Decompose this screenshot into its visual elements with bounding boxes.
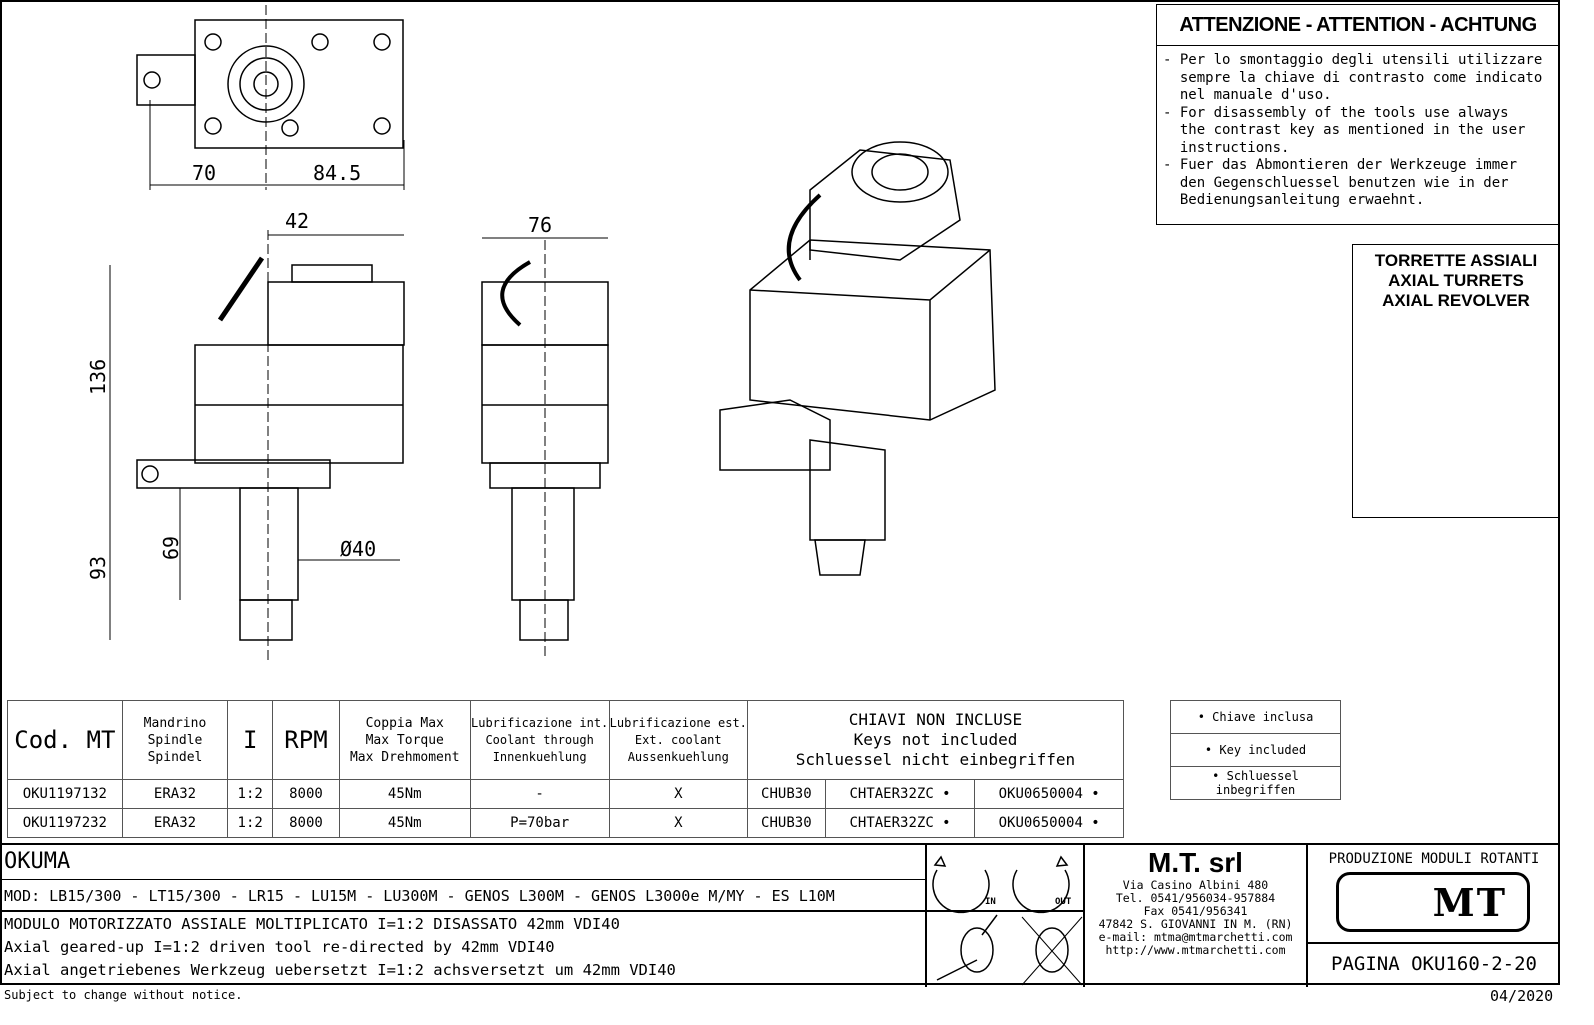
email-link[interactable]: e-mail: mtma@mtmarchetti.com bbox=[1098, 930, 1293, 944]
dim-136: 136 bbox=[86, 359, 110, 395]
dim-69: 69 bbox=[159, 536, 183, 560]
cell-key-3: OKU0650004 • bbox=[974, 779, 1124, 809]
legend-it: • Chiave inclusa bbox=[1170, 700, 1341, 734]
cell-key-1: CHUB30 bbox=[746, 808, 826, 838]
front-view bbox=[481, 237, 609, 660]
turret-label-en: AXIAL TURRETS bbox=[1388, 271, 1524, 290]
dim-93: 93 bbox=[86, 556, 110, 580]
cell-rpm: 8000 bbox=[272, 779, 340, 809]
description-en: Axial geared-up I=1:2 driven tool re-dir… bbox=[4, 938, 555, 956]
turret-label-it: TORRETTE ASSIALI bbox=[1374, 251, 1538, 270]
cell-ratio: 1:2 bbox=[227, 779, 274, 809]
title-block: OKUMA MOD: LB15/300 - LT15/300 - LR15 - … bbox=[0, 843, 1560, 987]
phone: Tel. 0541/956034-957884 bbox=[1115, 891, 1276, 905]
header-coolant-int: Lubrificazione int. Coolant through Inne… bbox=[469, 700, 610, 780]
website-link[interactable]: http://www.mtmarchetti.com bbox=[1105, 943, 1286, 957]
header-rpm: RPM bbox=[272, 700, 340, 780]
header-keys: CHIAVI NON INCLUSE Keys not included Sch… bbox=[746, 700, 1125, 780]
cell-coolant-ext: X bbox=[608, 779, 748, 809]
header-spindle: Mandrino Spindle Spindel bbox=[121, 700, 229, 780]
cell-key-3: OKU0650004 • bbox=[974, 808, 1124, 838]
product-table: Cod. MT Mandrino Spindle Spindel I RPM C… bbox=[7, 700, 1125, 838]
brand: OKUMA bbox=[0, 845, 925, 880]
company-name: M.T. srl bbox=[1148, 847, 1243, 878]
dim-76: 76 bbox=[528, 213, 552, 237]
cell-torque: 45Nm bbox=[338, 808, 471, 838]
cell-key-2: CHTAER32ZC • bbox=[824, 808, 976, 838]
key-correct-icon bbox=[936, 914, 998, 981]
cell-code: OKU1197132 bbox=[7, 779, 123, 809]
mt-logo: MT bbox=[1336, 872, 1530, 932]
dim-70: 70 bbox=[192, 161, 216, 185]
production-label: PRODUZIONE MODULI ROTANTI bbox=[1328, 851, 1540, 867]
legend-de: • Schluessel inbegriffen bbox=[1170, 766, 1341, 800]
address-line: Via Casino Albini 480 bbox=[1122, 878, 1269, 892]
description-it: MODULO MOTORIZZATO ASSIALE MOLTIPLICATO … bbox=[4, 915, 620, 933]
turret-type-box: TORRETTE ASSIALI AXIAL TURRETS AXIAL REV… bbox=[1352, 244, 1560, 518]
technical-drawings: 70 84.5 42 76 Ø40 136 93 69 bbox=[86, 5, 996, 660]
attention-title: ATTENZIONE - ATTENTION - ACHTUNG bbox=[1157, 5, 1559, 46]
dim-42: 42 bbox=[285, 209, 309, 233]
dim-84-5: 84.5 bbox=[313, 161, 361, 185]
cell-torque: 45Nm bbox=[338, 779, 471, 809]
header-coolant-ext: Lubrificazione est. Ext. coolant Aussenk… bbox=[608, 700, 748, 780]
out-label: OUT bbox=[1055, 897, 1072, 907]
description-de: Axial angetriebenes Werkzeug uebersetzt … bbox=[4, 961, 676, 979]
rotation-out-icon bbox=[1012, 855, 1070, 914]
notice: Subject to change without notice. bbox=[4, 988, 243, 1002]
company-info: M.T. srl Via Casino Albini 480 Tel. 0541… bbox=[1085, 845, 1308, 987]
top-view bbox=[136, 5, 405, 190]
models: MOD: LB15/300 - LT15/300 - LR15 - LU15M … bbox=[0, 880, 925, 912]
fax: Fax 0541/956341 bbox=[1143, 904, 1248, 918]
cell-coolant-int: - bbox=[469, 779, 610, 809]
turret-label-de: AXIAL REVOLVER bbox=[1382, 291, 1530, 310]
header-code: Cod. MT bbox=[7, 700, 123, 780]
isometric-view bbox=[719, 141, 996, 576]
key-legend: • Chiave inclusa • Key included • Schlue… bbox=[1170, 700, 1341, 800]
city: 47842 S. GIOVANNI IN M. (RN) bbox=[1098, 917, 1293, 931]
cell-spindle: ERA32 bbox=[121, 779, 229, 809]
in-label: IN bbox=[985, 897, 996, 907]
table-header: Cod. MT Mandrino Spindle Spindel I RPM C… bbox=[7, 700, 1125, 780]
cell-spindle: ERA32 bbox=[121, 808, 229, 838]
header-ratio: I bbox=[227, 700, 274, 780]
legend-en: • Key included bbox=[1170, 733, 1341, 767]
side-view bbox=[109, 230, 405, 660]
header-torque: Coppia Max Max Torque Max Drehmoment bbox=[338, 700, 471, 780]
attention-text: - Per lo smontaggio degli utensili utili… bbox=[1163, 52, 1543, 208]
rotation-in-icon bbox=[932, 855, 990, 914]
rotation-icons: IN OUT bbox=[925, 845, 1085, 987]
cell-key-2: CHTAER32ZC • bbox=[824, 779, 976, 809]
cell-code: OKU1197232 bbox=[7, 808, 123, 838]
dim-diameter-40: Ø40 bbox=[340, 537, 376, 561]
production-block: PRODUZIONE MODULI ROTANTI MT PAGINA OKU1… bbox=[1308, 845, 1560, 987]
key-wrong-icon bbox=[1021, 916, 1083, 986]
cell-coolant-ext: X bbox=[608, 808, 748, 838]
cell-rpm: 8000 bbox=[272, 808, 340, 838]
cell-key-1: CHUB30 bbox=[746, 779, 826, 809]
cell-coolant-int: P=70bar bbox=[469, 808, 610, 838]
revision-date: 04/2020 bbox=[1490, 987, 1554, 1005]
attention-box: ATTENZIONE - ATTENTION - ACHTUNG - Per l… bbox=[1156, 4, 1560, 225]
page-code: PAGINA OKU160-2-20 bbox=[1308, 942, 1560, 989]
cell-ratio: 1:2 bbox=[227, 808, 274, 838]
